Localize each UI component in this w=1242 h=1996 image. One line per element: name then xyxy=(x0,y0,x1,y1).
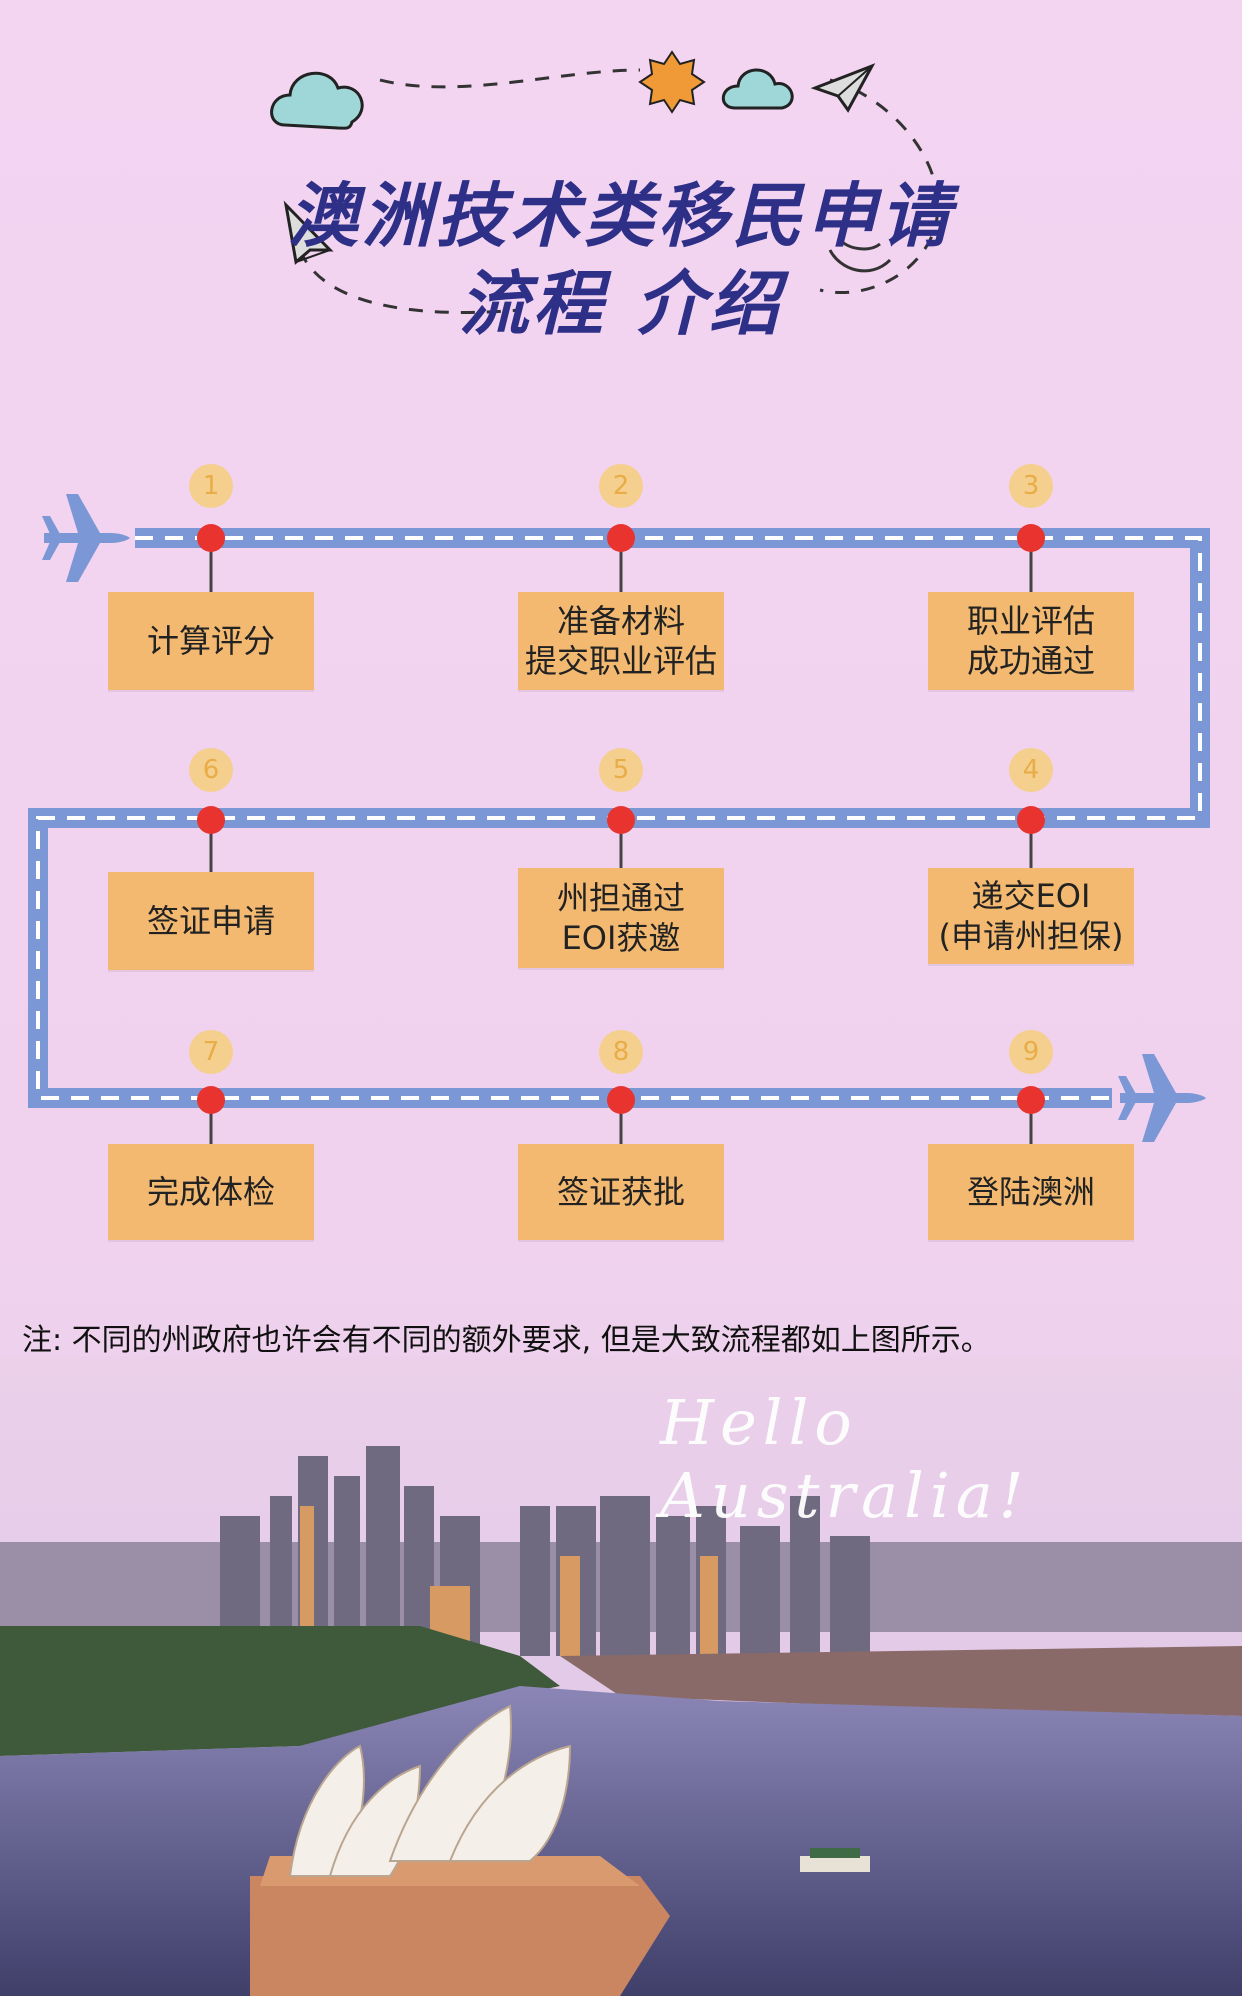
paper-plane-icon xyxy=(810,63,876,113)
swirl-doodle xyxy=(828,238,892,273)
step-number: 6 xyxy=(189,748,233,792)
step-number: 5 xyxy=(599,748,643,792)
step-number: 4 xyxy=(1009,748,1053,792)
hello-australia-text: Hello Australia! xyxy=(660,1386,1030,1532)
step-number: 1 xyxy=(189,464,233,508)
title-doodles xyxy=(270,50,940,314)
page-subtitle: 流程 介绍 xyxy=(458,263,784,345)
step-number: 7 xyxy=(189,1030,233,1074)
cloud-icon xyxy=(270,71,364,130)
step-box-3: 职业评估 成功通过 xyxy=(928,592,1134,690)
pin-icon xyxy=(607,806,635,876)
step-label: 递交EOI (申请州担保) xyxy=(938,877,1124,955)
step-label: 计算评分 xyxy=(146,622,275,660)
pin-icon xyxy=(607,524,635,594)
step-box-7: 完成体检 xyxy=(108,1144,314,1240)
pin-icon xyxy=(1017,806,1045,876)
step-box-5: 州担通过 EOI获邀 xyxy=(518,868,724,968)
step-box-9: 登陆澳洲 xyxy=(928,1144,1134,1240)
page-title: 澳洲技术类移民申请 xyxy=(288,175,954,257)
step-number: 8 xyxy=(599,1030,643,1074)
step-box-6: 签证申请 xyxy=(108,872,314,970)
airplane-icon xyxy=(1118,1054,1206,1142)
step-box-2: 准备材料 提交职业评估 xyxy=(518,592,724,690)
step-box-1: 计算评分 xyxy=(108,592,314,690)
step-label: 登陆澳洲 xyxy=(966,1173,1095,1211)
step-label: 签证获批 xyxy=(556,1173,685,1211)
step-number: 9 xyxy=(1009,1030,1053,1074)
step-label: 准备材料 提交职业评估 xyxy=(524,602,717,680)
pin-icon xyxy=(197,806,225,876)
step-number: 3 xyxy=(1009,464,1053,508)
step-label: 签证申请 xyxy=(146,902,275,940)
step-number: 2 xyxy=(599,464,643,508)
step-label: 州担通过 EOI获邀 xyxy=(556,879,685,957)
step-box-4: 递交EOI (申请州担保) xyxy=(928,868,1134,964)
airplane-icon xyxy=(42,494,130,582)
pin-icon xyxy=(197,524,225,594)
pin-icon xyxy=(1017,524,1045,594)
step-label: 完成体检 xyxy=(146,1173,275,1211)
step-label: 职业评估 成功通过 xyxy=(966,602,1095,680)
sun-icon xyxy=(638,50,706,114)
sydney-skyline-photo xyxy=(0,1356,1242,1996)
paper-plane-icon xyxy=(283,200,334,265)
footnote: 注: 不同的州政府也许会有不同的额外要求, 但是大致流程都如上图所示。 xyxy=(22,1323,991,1358)
cloud-icon xyxy=(721,68,794,110)
step-box-8: 签证获批 xyxy=(518,1144,724,1240)
